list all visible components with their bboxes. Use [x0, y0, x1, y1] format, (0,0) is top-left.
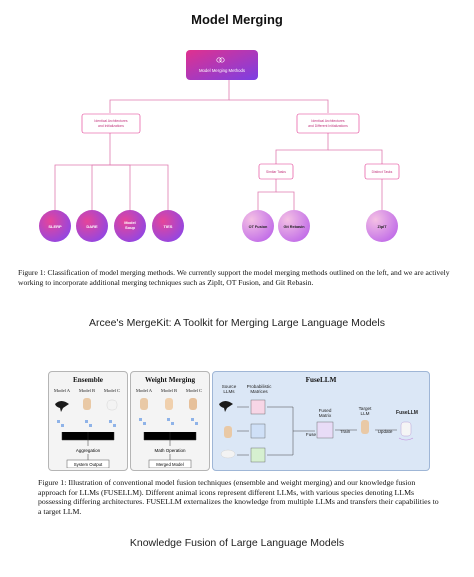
- figure2-caption: Figure 1: Illustration of conventional m…: [38, 478, 439, 516]
- leaf-ties: TIES: [152, 210, 184, 242]
- root-label: Model Merging Methods: [199, 68, 245, 73]
- svg-text:Aggregation: Aggregation: [76, 448, 101, 453]
- leaf-zipit: ZipIT: [366, 210, 398, 242]
- svg-text:Distinct Tasks: Distinct Tasks: [372, 170, 393, 174]
- svg-text:Identical Architectures: Identical Architectures: [311, 119, 344, 123]
- svg-text:SLERP: SLERP: [48, 224, 62, 229]
- leaf-dare: DARE: [76, 210, 108, 242]
- ensemble-panel: Ensemble Model A Model B Model C Aggrega…: [48, 371, 128, 471]
- svg-text:DARE: DARE: [86, 224, 98, 229]
- right-branch-node: Identical Architectures and Different In…: [296, 113, 360, 134]
- svg-text:Probabilistic: Probabilistic: [247, 384, 272, 389]
- svg-text:Model: Model: [124, 220, 136, 225]
- diagram-title: Model Merging: [191, 12, 283, 27]
- left-branch-node: Identical Architectures and Initializati…: [81, 113, 141, 134]
- svg-text:Fused: Fused: [319, 408, 332, 413]
- leaf-model-soup: Model Soup: [114, 210, 146, 242]
- svg-text:Git Rebasin: Git Rebasin: [283, 225, 305, 229]
- weight-merging-icons: Math Operation Merged Model: [139, 398, 198, 468]
- svg-text:Fuse: Fuse: [306, 432, 317, 437]
- svg-text:Soup: Soup: [125, 225, 136, 230]
- svg-text:Identical Architectures: Identical Architectures: [94, 119, 127, 123]
- svg-text:ZipIT: ZipIT: [377, 225, 387, 229]
- svg-text:Update: Update: [378, 429, 393, 434]
- svg-text:OT Fusion: OT Fusion: [249, 225, 268, 229]
- fusion-figure: Ensemble Model A Model B Model C Aggrega…: [48, 371, 430, 471]
- leaf-ot-fusion: OT Fusion: [242, 210, 274, 242]
- ensemble-icons: Aggregation System Output: [55, 398, 118, 468]
- svg-text:FuseLLM: FuseLLM: [396, 410, 418, 416]
- svg-text:Math Operation: Math Operation: [154, 448, 186, 453]
- svg-text:System Output: System Output: [74, 462, 103, 467]
- leaf-git-rebasin: Git Rebasin: [278, 210, 310, 242]
- leaf-slerp: SLERP: [39, 210, 71, 242]
- distinct-tasks-node: Distinct Tasks: [364, 163, 400, 180]
- svg-text:Source: Source: [222, 384, 237, 389]
- root-node: Model Merging Methods: [186, 50, 258, 80]
- svg-text:and Initializations: and Initializations: [98, 124, 124, 128]
- paper1-title: Arcee's MergeKit: A Toolkit for Merging …: [89, 317, 385, 329]
- similar-tasks-node: Similar Tasks: [258, 163, 294, 180]
- figure1-caption: Figure 1: Classification of model mergin…: [18, 268, 450, 287]
- svg-text:LLMs: LLMs: [223, 389, 235, 394]
- svg-text:Train: Train: [340, 429, 351, 434]
- svg-text:and Different Initializations: and Different Initializations: [308, 124, 348, 128]
- weight-merging-panel: Weight Merging Model A Model B Model C M…: [130, 371, 210, 471]
- svg-text:Matrices: Matrices: [250, 389, 268, 394]
- svg-text:LLM: LLM: [361, 411, 370, 416]
- svg-text:Merged Model: Merged Model: [156, 462, 184, 467]
- svg-text:Similar Tasks: Similar Tasks: [266, 170, 286, 174]
- model-merging-tree: Model Merging Methods Identical Architec…: [39, 50, 400, 242]
- svg-text:TIES: TIES: [164, 224, 173, 229]
- svg-text:Matrix: Matrix: [319, 413, 332, 418]
- paper2-title: Knowledge Fusion of Large Language Model…: [129, 537, 345, 549]
- svg-text:Target: Target: [359, 406, 372, 411]
